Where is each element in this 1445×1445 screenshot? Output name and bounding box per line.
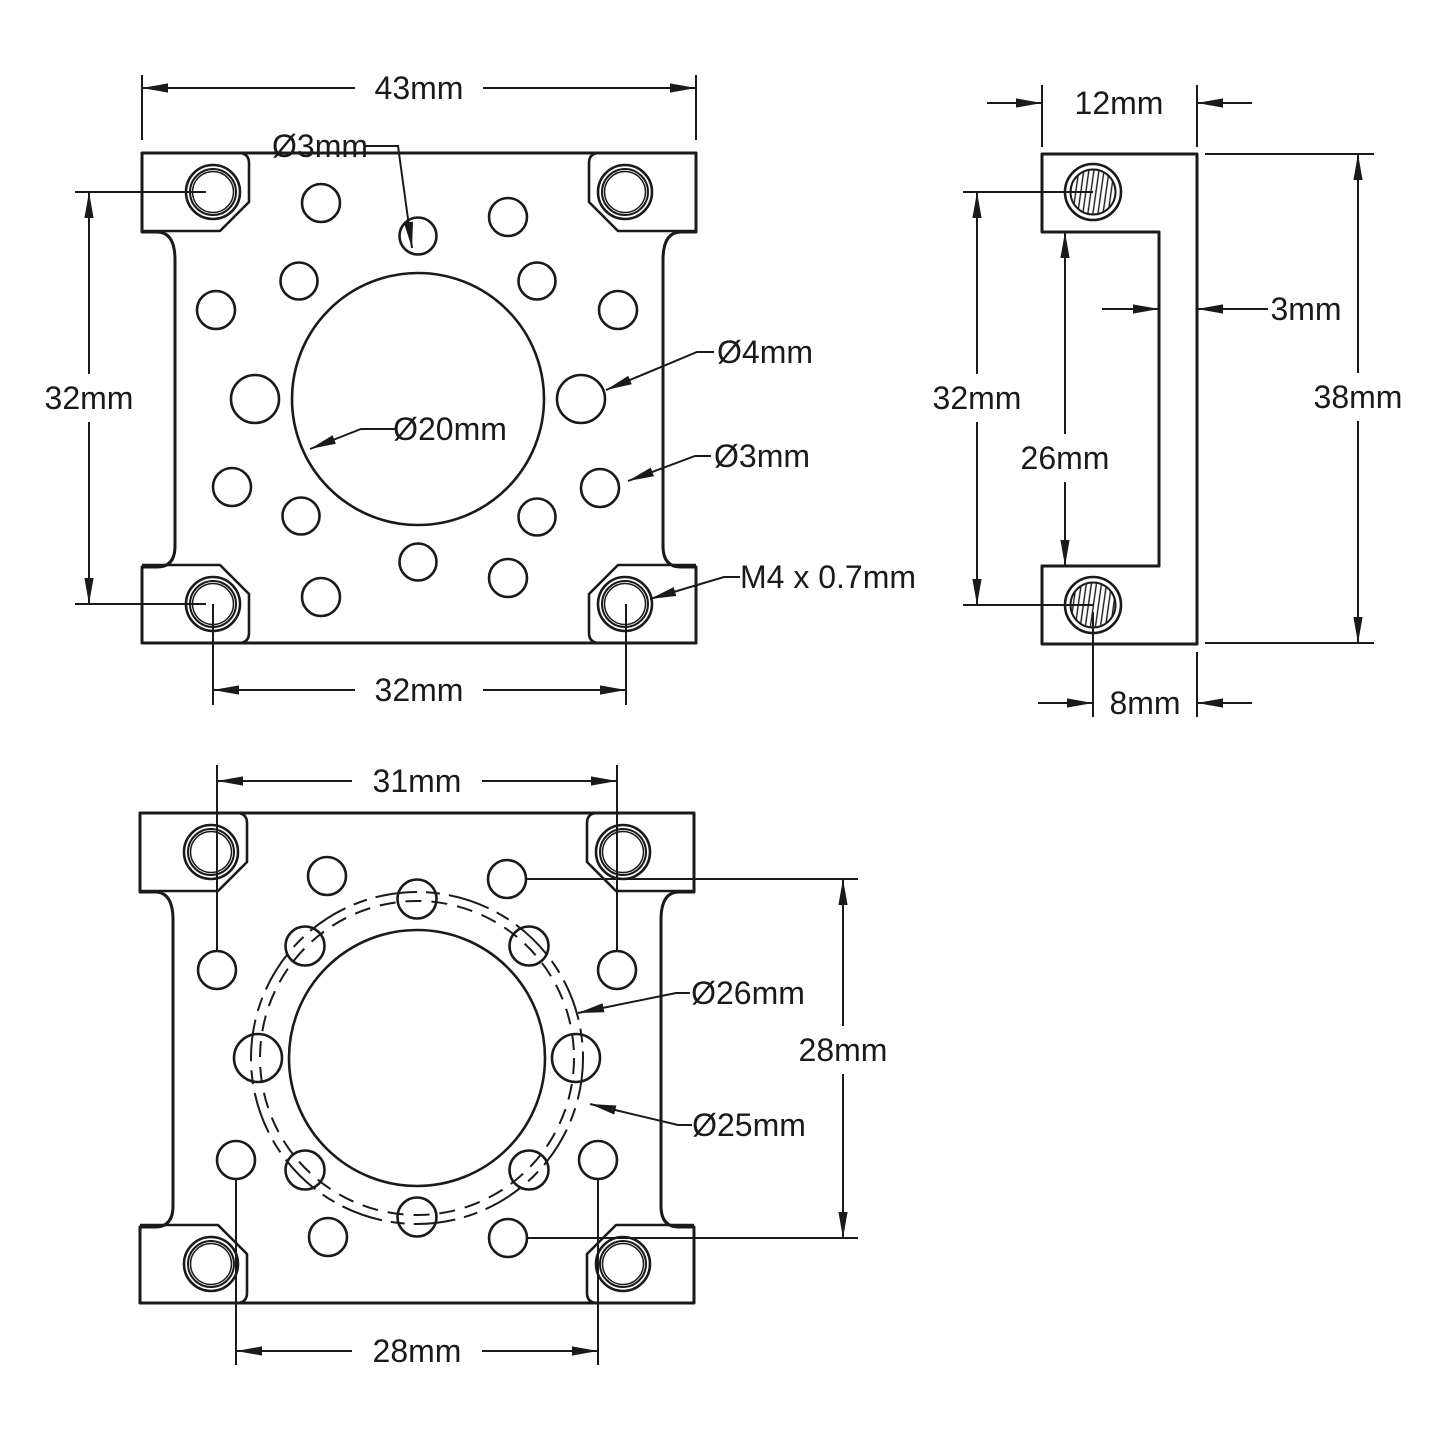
dim-front-width: 43mm [141, 70, 697, 140]
dim-label-front-width: 43mm [375, 70, 464, 106]
callout-label-back-bc-outer: Ø26mm [691, 975, 805, 1011]
dim-label-front-horizontal-pattern: 32mm [375, 672, 464, 708]
callout-front-hole3-top: Ø3mm [272, 128, 414, 249]
dim-label-back-right-spacing: 28mm [799, 1032, 888, 1068]
dim-label-side-top-width: 12mm [1075, 85, 1164, 121]
dim-label-side-web: 3mm [1270, 291, 1341, 327]
callout-label-front-bore: Ø20mm [393, 411, 507, 447]
front-view: 43mm 32mm 32mm Ø3mm Ø20mm [45, 70, 916, 708]
back-bolt-circle-26 [250, 891, 584, 1225]
dim-label-side-hole-offset: 8mm [1109, 685, 1180, 721]
back-pocket-bottom-left [140, 1223, 249, 1305]
back-corner-thread-holes [182, 823, 652, 1293]
front-pocket-top-right [587, 151, 696, 233]
back-pocket-bottom-right [585, 1223, 694, 1305]
dim-front-horizontal-pattern: 32mm [212, 604, 627, 708]
front-corner-thread-holes [184, 163, 654, 633]
dim-side-hole-offset: 8mm [1038, 612, 1252, 721]
back-pocket-top-right [585, 811, 694, 893]
side-view: 12mm 3mm 32mm 26mm 38mm [933, 85, 1403, 721]
front-plate-outline [140, 151, 698, 645]
back-pocket-top-left [140, 811, 249, 893]
dim-label-front-vertical-pattern: 32mm [45, 380, 134, 416]
dim-back-top-spacing: 31mm [216, 763, 618, 950]
dim-side-pattern: 32mm [933, 191, 1093, 606]
front-outer-ring-holes [195, 182, 639, 618]
callout-label-front-hole3-top: Ø3mm [272, 128, 368, 164]
back-plate-outline [138, 811, 696, 1305]
dim-label-back-top-spacing: 31mm [373, 763, 462, 799]
callout-back-bc-outer: Ø26mm [577, 975, 805, 1014]
dim-side-web: 3mm [1102, 291, 1342, 327]
callout-back-bc-inner: Ø25mm [589, 1103, 806, 1143]
dim-front-vertical-pattern: 32mm [45, 191, 206, 605]
dim-label-back-bottom-spacing: 28mm [373, 1333, 462, 1369]
dim-back-bottom-spacing: 28mm [235, 1178, 599, 1369]
dim-label-side-pattern: 32mm [933, 380, 1022, 416]
callout-front-hole3-side: Ø3mm [627, 438, 810, 482]
callout-label-back-bc-inner: Ø25mm [692, 1107, 806, 1143]
callout-label-front-hole4: Ø4mm [717, 334, 813, 370]
callout-front-bore: Ø20mm [309, 411, 507, 450]
front-pocket-bottom-right [587, 563, 696, 645]
dim-side-height: 38mm [1205, 153, 1403, 644]
dim-label-side-inner-gap: 26mm [1021, 440, 1110, 476]
front-pocket-bottom-left [142, 563, 251, 645]
dim-side-top-width: 12mm [987, 85, 1252, 147]
back-view: 31mm 28mm 28mm Ø26mm Ø25mm [138, 763, 888, 1369]
callout-label-front-thread: M4 x 0.7mm [740, 559, 916, 595]
callout-front-thread: M4 x 0.7mm [649, 559, 916, 600]
back-inner-ring-holes [232, 878, 602, 1238]
front-center-bore [290, 271, 546, 527]
dim-back-right-spacing: 28mm [527, 878, 888, 1239]
front-inner-ring-holes [229, 216, 607, 582]
front-pocket-top-left [142, 151, 251, 233]
callout-front-hole4: Ø4mm [605, 334, 813, 391]
back-bolt-circle-25 [259, 900, 575, 1216]
back-center-bore [287, 928, 547, 1188]
side-profile-outline [1040, 152, 1199, 646]
dim-label-side-height: 38mm [1314, 379, 1403, 415]
callout-label-front-hole3-side: Ø3mm [714, 438, 810, 474]
dim-side-inner-gap: 26mm [1021, 232, 1110, 566]
